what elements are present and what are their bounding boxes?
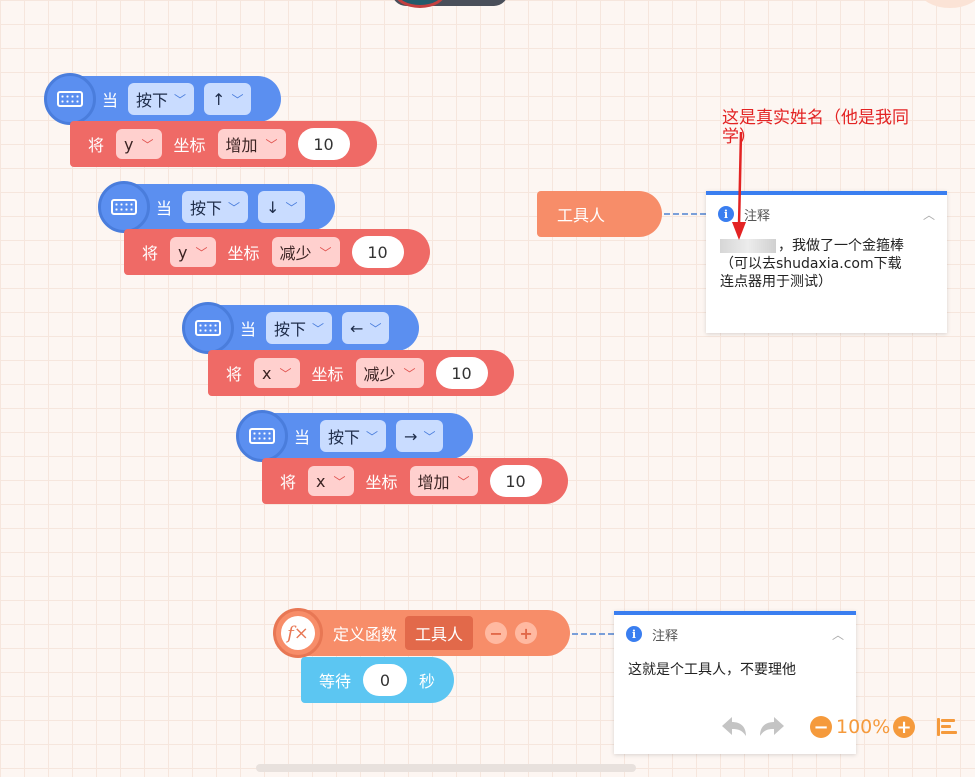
value-input[interactable]: 10 <box>297 128 350 160</box>
zoom-in-button[interactable]: + <box>893 716 915 738</box>
chevron-down-icon: ﹀ <box>366 429 379 444</box>
chevron-down-icon: ﹀ <box>265 137 278 152</box>
comment-title: 注释 <box>652 628 679 644</box>
cleanup-blocks-icon[interactable] <box>937 718 959 736</box>
define-function-label: 定义函数 <box>333 625 398 644</box>
axis-dropdown[interactable]: x﹀ <box>308 466 354 496</box>
axis-dropdown[interactable]: y﹀ <box>170 237 216 267</box>
wait-label: 等待 <box>319 672 352 691</box>
annotation-line-2: 学） <box>722 127 756 147</box>
define-procedure-block[interactable]: f× 定义函数 工具人 − + <box>273 608 570 658</box>
operation-dropdown[interactable]: 减少﹀ <box>355 358 424 388</box>
chevron-down-icon: ﹀ <box>333 474 346 489</box>
comment-panel-1[interactable]: i 注释 ︿ ，我做了一个金箍棒 （可以去shudaxia.com下载 连点器用… <box>706 191 947 333</box>
key-dropdown[interactable]: ↓﹀ <box>258 191 306 223</box>
event-type-dropdown[interactable]: 按下﹀ <box>182 191 249 223</box>
coord-label: 坐标 <box>173 136 206 155</box>
red-annotation: 这是真实姓名（他是我同 学） <box>722 109 962 147</box>
remove-param-button[interactable]: − <box>485 622 508 644</box>
change-coord-block-y-down[interactable]: 将 y﹀ 坐标 减少﹀ 10 <box>124 229 430 275</box>
coord-label: 坐标 <box>311 365 344 384</box>
comment-link-line <box>572 633 614 635</box>
keyboard-icon <box>182 302 234 354</box>
set-label: 将 <box>142 244 159 263</box>
chevron-down-icon: ﹀ <box>279 366 292 381</box>
change-coord-block-x-left[interactable]: 将 x﹀ 坐标 减少﹀ 10 <box>208 350 514 396</box>
event-hat-block-down[interactable]: 当 按下﹀ ↓﹀ <box>98 181 335 233</box>
chevron-down-icon: ﹀ <box>312 321 325 336</box>
chevron-up-icon[interactable]: ︿ <box>831 627 844 642</box>
key-dropdown[interactable]: ↑﹀ <box>204 83 252 115</box>
comment-body[interactable]: 这就是个工具人，不要理他 <box>628 662 796 678</box>
procedure-name-field[interactable]: 工具人 <box>405 616 474 650</box>
change-coord-block-x-right[interactable]: 将 x﹀ 坐标 增加﹀ 10 <box>262 458 568 504</box>
seconds-label: 秒 <box>419 672 436 691</box>
key-dropdown[interactable]: ←﹀ <box>342 312 390 344</box>
horizontal-scrollbar[interactable] <box>256 764 636 772</box>
comment-header[interactable]: i 注释 ︿ <box>614 615 856 653</box>
when-label: 当 <box>102 91 119 110</box>
operation-dropdown[interactable]: 减少﹀ <box>271 237 340 267</box>
coord-label: 坐标 <box>227 244 260 263</box>
top-block-stub <box>392 0 508 6</box>
key-dropdown[interactable]: →﹀ <box>396 420 444 452</box>
event-hat-block-right[interactable]: 当 按下﹀ →﹀ <box>236 410 473 462</box>
when-label: 当 <box>156 199 173 218</box>
info-icon: i <box>626 626 642 642</box>
coord-label: 坐标 <box>365 473 398 492</box>
chevron-down-icon: ﹀ <box>369 321 382 336</box>
axis-dropdown[interactable]: x﹀ <box>254 358 300 388</box>
when-label: 当 <box>240 320 257 339</box>
add-param-button[interactable]: + <box>515 622 538 644</box>
when-label: 当 <box>294 428 311 447</box>
event-type-dropdown[interactable]: 按下﹀ <box>266 312 333 344</box>
chevron-down-icon: ﹀ <box>319 245 332 260</box>
procedure-call-label: 工具人 <box>557 206 606 225</box>
chevron-down-icon: ﹀ <box>457 474 470 489</box>
top-right-button[interactable] <box>920 0 975 8</box>
event-hat-block-up[interactable]: 当 按下﹀ ↑﹀ <box>44 73 281 125</box>
comment-title: 注释 <box>744 208 771 224</box>
set-label: 将 <box>280 473 297 492</box>
annotation-line-1: 这是真实姓名（他是我同 <box>722 108 909 128</box>
comment-link-line <box>664 213 706 215</box>
chevron-down-icon: ﹀ <box>228 200 241 215</box>
zoom-out-button[interactable]: − <box>810 716 832 738</box>
comment-body[interactable]: ，我做了一个金箍棒 （可以去shudaxia.com下载 连点器用于测试） <box>720 238 904 290</box>
call-procedure-block[interactable]: 工具人 <box>537 191 662 237</box>
zoom-level: 100% <box>836 716 891 738</box>
chevron-down-icon: ﹀ <box>141 137 154 152</box>
chevron-down-icon: ﹀ <box>174 92 187 107</box>
event-type-dropdown[interactable]: 按下﹀ <box>128 83 195 115</box>
info-icon: i <box>718 206 734 222</box>
operation-dropdown[interactable]: 增加﹀ <box>217 129 286 159</box>
value-input[interactable]: 10 <box>435 357 488 389</box>
set-label: 将 <box>88 136 105 155</box>
chevron-down-icon: ﹀ <box>195 245 208 260</box>
operation-dropdown[interactable]: 增加﹀ <box>409 466 478 496</box>
set-label: 将 <box>226 365 243 384</box>
redacted-name <box>720 239 776 253</box>
event-type-dropdown[interactable]: 按下﹀ <box>320 420 387 452</box>
keyboard-icon <box>44 73 96 125</box>
chevron-up-icon[interactable]: ︿ <box>922 207 935 222</box>
function-icon: f× <box>273 608 323 658</box>
undo-icon[interactable] <box>720 714 748 740</box>
value-input[interactable]: 10 <box>351 236 404 268</box>
wait-seconds-input[interactable]: 0 <box>363 664 408 696</box>
chevron-down-icon: ﹀ <box>403 366 416 381</box>
event-hat-block-left[interactable]: 当 按下﹀ ←﹀ <box>182 302 419 354</box>
chevron-down-icon: ﹀ <box>285 200 298 215</box>
arrow-down-icon <box>732 131 746 240</box>
axis-dropdown[interactable]: y﹀ <box>116 129 162 159</box>
chevron-down-icon: ﹀ <box>231 92 244 107</box>
comment-header[interactable]: i 注释 ︿ <box>706 195 947 233</box>
redo-icon[interactable] <box>758 714 786 740</box>
keyboard-icon <box>236 410 288 462</box>
keyboard-icon <box>98 181 150 233</box>
value-input[interactable]: 10 <box>489 465 542 497</box>
chevron-down-icon: ﹀ <box>423 429 436 444</box>
change-coord-block-y-up[interactable]: 将 y﹀ 坐标 增加﹀ 10 <box>70 121 377 167</box>
wait-block[interactable]: 等待 0 秒 <box>301 657 454 703</box>
